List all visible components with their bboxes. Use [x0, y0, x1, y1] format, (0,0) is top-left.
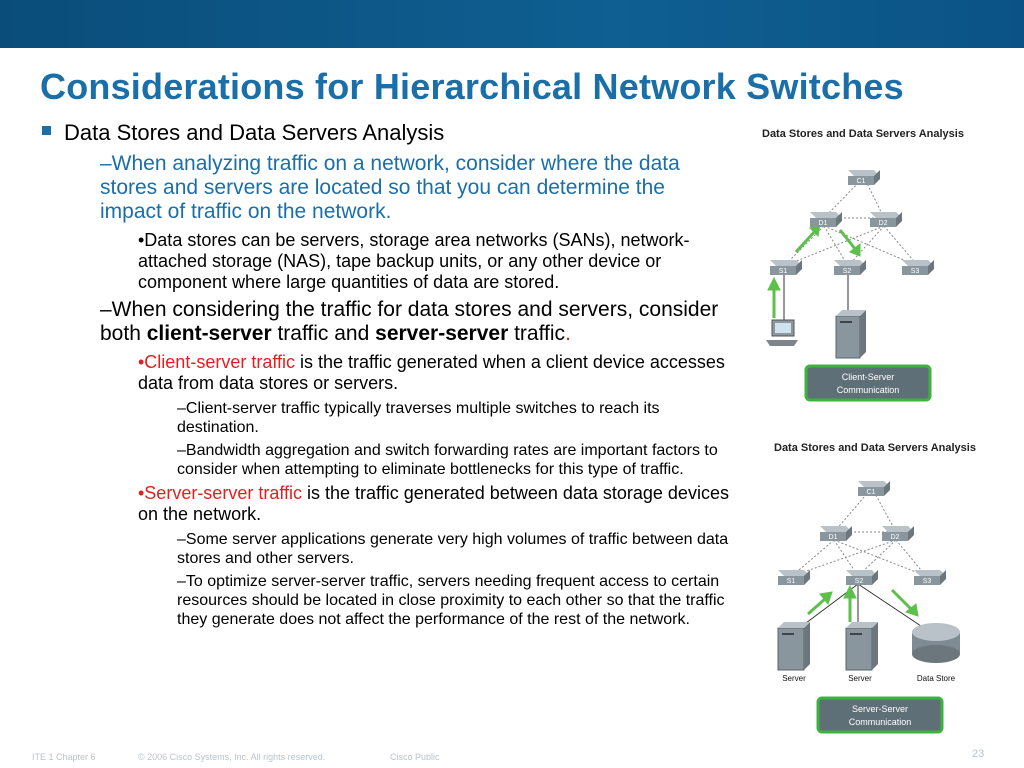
text-dot: . [565, 322, 571, 345]
svg-text:C1: C1 [867, 489, 876, 496]
paragraph-optimize: –To optimize server-server traffic, serv… [177, 573, 725, 628]
paragraph-considering-traffic: –When considering the traffic for data s… [100, 298, 730, 346]
switch-s2: S2 [834, 260, 866, 275]
bullet-data-stores: Data Stores and Data Servers Analysis [40, 120, 730, 146]
paragraph-bandwidth-aggregation: –Bandwidth aggregation and switch forwar… [177, 442, 718, 478]
server-server-term: •Server-server traffic [138, 483, 303, 503]
switch-d2: D2 [870, 212, 902, 227]
server-server-def: is the traffic generated between data st… [138, 483, 729, 524]
topology-graphic: C1 D1 D2 S1 S2 [777, 481, 960, 734]
square-bullet-icon [42, 126, 51, 135]
footer-course: ITE 1 Chapter 6 [32, 752, 96, 762]
svg-text:D2: D2 [879, 220, 888, 227]
svg-text:C1: C1 [857, 178, 866, 185]
data-store-icon [912, 623, 960, 663]
svg-text:D1: D1 [829, 534, 838, 541]
svg-text:S2: S2 [843, 268, 852, 275]
label-line-2: Communication [849, 717, 912, 727]
footer-classification: Cisco Public [390, 752, 440, 762]
term-client-server: client-server [146, 322, 272, 345]
diagram-title: Data Stores and Data Servers Analysis [774, 442, 976, 454]
switch-c1: C1 [858, 481, 890, 496]
svg-text:S3: S3 [923, 578, 932, 585]
label-line-1: Server-Server [852, 704, 908, 714]
top-bar [0, 0, 1024, 48]
svg-text:S3: S3 [911, 268, 920, 275]
paragraph-server-server: •Server-server traffic is the traffic ge… [138, 483, 730, 525]
text-mid: traffic and [271, 322, 376, 345]
page-number: 23 [972, 748, 985, 760]
switch-d1: D1 [820, 526, 852, 541]
server-icon [835, 310, 866, 359]
slide-content: Data Stores and Data Servers Analysis –W… [40, 120, 730, 633]
data-store-label: Data Store [917, 674, 956, 683]
slide-title: Considerations for Hierarchical Network … [40, 66, 904, 107]
paragraph-analyzing-traffic: –When analyzing traffic on a network, co… [100, 152, 680, 223]
topology-graphic: C1 D1 D2 S1 S2 [766, 170, 934, 402]
footer-copyright: © 2006 Cisco Systems, Inc. All rights re… [138, 752, 326, 762]
switch-d1: D1 [810, 212, 842, 227]
client-server-term: •Client-server traffic [138, 352, 296, 372]
svg-text:S1: S1 [779, 268, 788, 275]
server-label-2: Server [848, 674, 872, 683]
svg-text:S1: S1 [787, 578, 796, 585]
paragraph-client-server: •Client-server traffic is the traffic ge… [138, 352, 730, 394]
svg-text:D2: D2 [891, 534, 900, 541]
pc-icon [766, 319, 798, 346]
switch-s2: S2 [846, 570, 878, 585]
svg-text:D1: D1 [819, 220, 828, 227]
label-line-1: Client-Server [842, 372, 895, 382]
switch-s1: S1 [770, 260, 802, 275]
switch-s3: S3 [914, 570, 946, 585]
switch-c1: C1 [848, 170, 880, 185]
svg-text:S2: S2 [855, 578, 864, 585]
client-server-def: is the traffic generated when a client d… [138, 352, 725, 393]
term-server-server: server-server [375, 322, 509, 345]
diagram-title: Data Stores and Data Servers Analysis [762, 128, 964, 140]
server-icon-2 [845, 622, 878, 671]
text-pre: –When considering the traffic for data s… [100, 298, 719, 345]
switch-d2: D2 [882, 526, 914, 541]
server-server-diagram: Data Stores and Data Servers Analysis [762, 436, 998, 742]
server-label-1: Server [782, 674, 806, 683]
server-icon-1 [777, 622, 810, 671]
bullet-text: Data Stores and Data Servers Analysis [64, 120, 445, 145]
text-post: traffic [508, 322, 566, 345]
paragraph-data-stores-definition: •Data stores can be servers, storage are… [138, 230, 690, 292]
paragraph-client-server-traverses: –Client-server traffic typically travers… [177, 400, 660, 436]
switch-s1: S1 [778, 570, 810, 585]
paragraph-high-volumes: –Some server applications generate very … [177, 531, 729, 567]
label-line-2: Communication [837, 385, 900, 395]
client-server-diagram: Data Stores and Data Servers Analysis [752, 122, 990, 406]
switch-s3: S3 [902, 260, 934, 275]
